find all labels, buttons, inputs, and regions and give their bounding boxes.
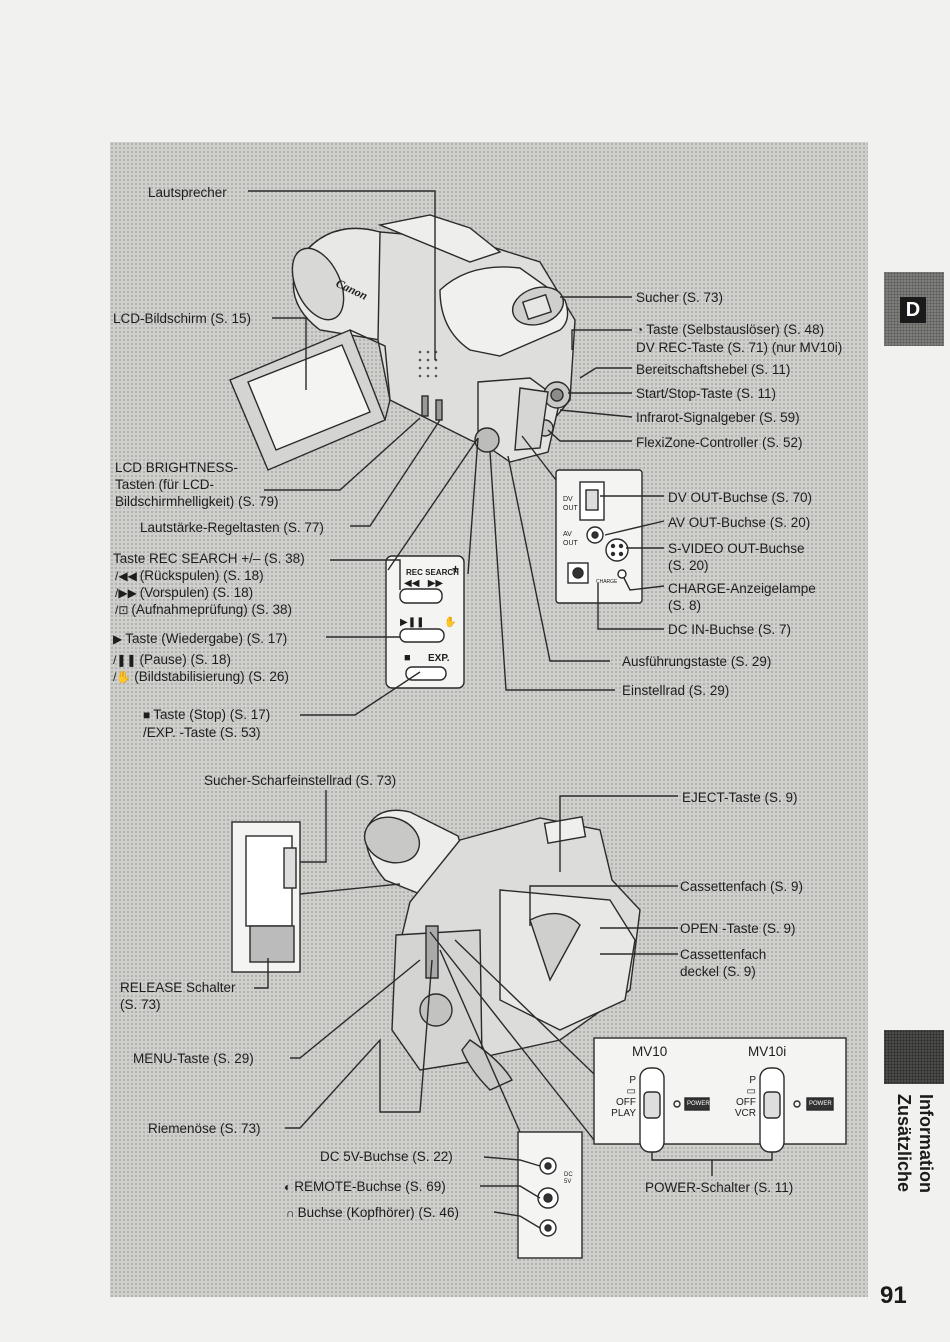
- self-timer-icon: ◔: [636, 323, 644, 337]
- label-release: RELEASE Schalter (S. 73): [120, 980, 236, 1012]
- page-number: 91: [880, 1282, 907, 1309]
- stop-square-icon: ■: [404, 652, 411, 664]
- label-dial: Einstellrad (S. 29): [622, 683, 730, 698]
- label-svideo: S-VIDEO OUT-Buchse (S. 20): [668, 541, 805, 573]
- label-remote: ◐REMOTE-Buchse (S. 69): [284, 1179, 446, 1194]
- power-tag-right: POWER: [809, 1101, 832, 1107]
- label-focus: Sucher-Scharfeinstellrad (S. 73): [204, 773, 397, 788]
- label-dv-out: DV OUT-Buchse (S. 70): [668, 490, 813, 505]
- camera-mode-icon-2: ▭: [746, 1086, 756, 1097]
- label-rec-search: Taste REC SEARCH +/– (S. 38): [113, 551, 305, 566]
- label-lcd-brightness: LCD BRIGHTNESS- Tasten (für LCD- Bildsch…: [115, 460, 279, 509]
- plus-icon: +: [452, 562, 460, 576]
- camcorder-top-view: [229, 214, 576, 471]
- label-selftimer: ◔Taste (Selbstauslöser) (S. 48) DV REC-T…: [636, 322, 843, 355]
- switch-model-mv10i: MV10i: [748, 1044, 787, 1059]
- inset-exp-text: EXP.: [428, 653, 450, 664]
- label-volume: Lautstärke-Regeltasten (S. 77): [140, 520, 324, 535]
- camera-mode-icon: ▭: [626, 1086, 636, 1097]
- rewind-icon: /◀◀: [115, 569, 137, 583]
- label-lautsprecher: Lautsprecher: [148, 185, 227, 200]
- rec-review-icon: /⊡: [115, 603, 129, 617]
- label-power: POWER-Schalter (S. 11): [645, 1180, 794, 1195]
- label-dc5v: DC 5V-Buchse (S. 22): [320, 1149, 453, 1164]
- label-av-out: AV OUT-Buchse (S. 20): [668, 515, 811, 530]
- label-play: ▶Taste (Wiedergabe) (S. 17): [113, 631, 288, 646]
- label-charge: CHARGE-Anzeigelampe (S. 8): [668, 581, 816, 613]
- section-line-2: Information: [916, 1094, 936, 1193]
- stabilizer-icon: /✋: [113, 670, 132, 684]
- label-forward: /▶▶(Vorspulen) (S. 18): [115, 585, 254, 600]
- section-tab-d: D: [884, 272, 944, 346]
- headphones-icon: ∩: [286, 1206, 295, 1220]
- jack-charge-text: CHARGE: [596, 579, 618, 585]
- label-mode-lever: Bereitschaftshebel (S. 11): [636, 362, 791, 377]
- label-eject: EJECT-Taste (S. 9): [682, 790, 798, 805]
- label-finder: Sucher (S. 73): [636, 290, 724, 305]
- label-strap: Riemenöse (S. 73): [148, 1121, 261, 1136]
- label-flexizone: FlexiZone-Controller (S. 52): [636, 435, 803, 450]
- label-open: OPEN -Taste (S. 9): [680, 921, 796, 936]
- switch-right-positions: P ▭ OFF VCR: [720, 1075, 756, 1119]
- label-menu: MENU-Taste (S. 29): [133, 1051, 254, 1066]
- section-title-vertical: Zusätzliche Information: [879, 1094, 950, 1262]
- label-rec-review: /⊡(Aufnahmeprüfung) (S. 38): [115, 602, 292, 617]
- section-letter: D: [900, 297, 926, 323]
- label-stabilizer: /✋(Bildstabilisierung) (S. 26): [113, 669, 289, 684]
- label-lcd-screen: LCD-Bildschirm (S. 15): [113, 311, 252, 326]
- label-stop: ■Taste (Stop) (S. 17) /EXP. -Taste (S. 5…: [143, 707, 271, 740]
- label-cassette: Cassettenfach (S. 9): [680, 879, 804, 894]
- switch-model-mv10: MV10: [632, 1044, 668, 1059]
- stop-icon: ■: [143, 708, 151, 722]
- jack-dc5v-text: DC 5V: [564, 1172, 573, 1185]
- stabilizer-hand-icon: ✋: [444, 617, 457, 628]
- pause-icon: /❚❚: [113, 653, 137, 667]
- section-line-1: Zusätzliche: [894, 1094, 914, 1193]
- camcorder-bottom-view: [363, 809, 641, 1091]
- power-tag-left: POWER: [687, 1101, 710, 1107]
- label-dc-in: DC IN-Buchse (S. 7): [668, 622, 792, 637]
- power-switch-inset-box: [593, 1037, 847, 1145]
- remote-icon: ◐: [284, 1180, 292, 1194]
- label-headphones: ∩Buchse (Kopfhörer) (S. 46): [286, 1205, 459, 1220]
- label-ir: Infrarot-Signalgeber (S. 59): [636, 410, 800, 425]
- inset-rec-search-text: REC SEARCH: [406, 568, 459, 577]
- label-cover: Cassettenfach deckel (S. 9): [680, 947, 767, 979]
- label-execute: Ausführungstaste (S. 29): [622, 654, 772, 669]
- fast-forward-icon: /▶▶: [115, 586, 137, 600]
- switch-left-positions: P ▭ OFF PLAY: [600, 1075, 636, 1119]
- play-pause-icon: ▶❚❚: [400, 617, 425, 628]
- rewind-forward-icon: ◀◀ ▶▶: [404, 578, 444, 589]
- label-start-stop: Start/Stop-Taste (S. 11): [636, 386, 777, 401]
- label-pause: /❚❚(Pause) (S. 18): [113, 652, 231, 667]
- label-rewind: /◀◀(Rückspulen) (S. 18): [115, 568, 264, 583]
- section-tab-dark: [884, 1030, 944, 1084]
- play-icon: ▶: [113, 632, 123, 646]
